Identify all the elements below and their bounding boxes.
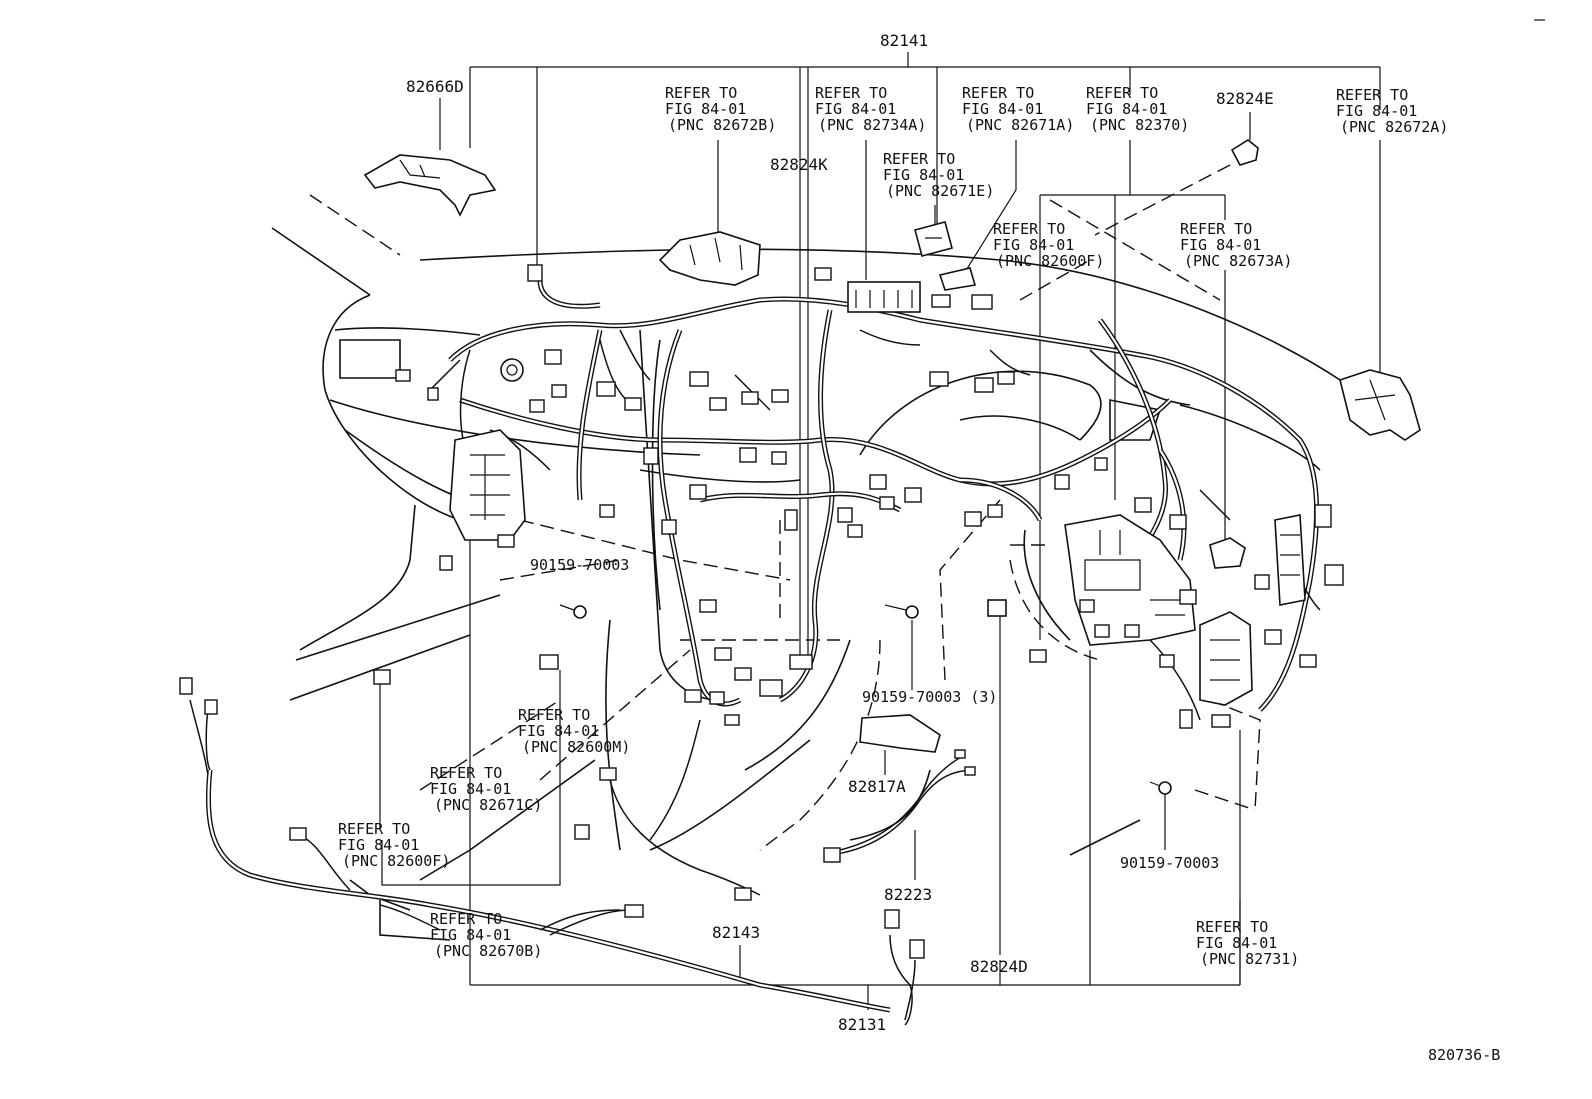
svg-text:FIG 84-01: FIG 84-01 xyxy=(430,780,511,798)
svg-text:(PNC 82670B): (PNC 82670B) xyxy=(434,942,542,960)
svg-text:(PNC 82731): (PNC 82731) xyxy=(1200,950,1299,968)
screw-mid xyxy=(884,604,919,619)
svg-text:(PNC 82370): (PNC 82370) xyxy=(1090,116,1189,134)
junction-block-82731 xyxy=(1064,514,1196,646)
relay-right xyxy=(1199,611,1253,706)
svg-text:FIG 84-01: FIG 84-01 xyxy=(1336,102,1417,120)
refer-note-82370: REFER TO FIG 84-01 (PNC 82370) xyxy=(1086,84,1189,134)
svg-text:FIG 84-01: FIG 84-01 xyxy=(338,836,419,854)
svg-text:REFER TO: REFER TO xyxy=(815,84,887,102)
refer-note-82671C: REFER TO FIG 84-01 (PNC 82671C) xyxy=(430,764,542,814)
refer-note-82670B: REFER TO FIG 84-01 (PNC 82670B) xyxy=(430,910,542,960)
refer-note-82600M: REFER TO FIG 84-01 (PNC 82600M) xyxy=(518,706,630,756)
part-82673A xyxy=(1209,537,1246,569)
refer-note-82672A: REFER TO FIG 84-01 (PNC 82672A) xyxy=(1336,86,1448,136)
svg-text:REFER TO: REFER TO xyxy=(1336,86,1408,104)
svg-text:REFER TO: REFER TO xyxy=(430,764,502,782)
svg-text:FIG 84-01: FIG 84-01 xyxy=(883,166,964,184)
svg-text:REFER TO: REFER TO xyxy=(430,910,502,928)
svg-text:FIG 84-01: FIG 84-01 xyxy=(665,100,746,118)
label-82824E: 82824E xyxy=(1216,89,1274,108)
refer-note-82600F-top: REFER TO FIG 84-01 (PNC 82600F) xyxy=(993,220,1104,270)
bracket-82672B xyxy=(658,231,761,286)
label-82817A: 82817A xyxy=(848,777,906,796)
refer-note-82673A: REFER TO FIG 84-01 (PNC 82673A) xyxy=(1180,220,1292,270)
svg-text:(PNC 82600F): (PNC 82600F) xyxy=(342,852,450,870)
svg-text:REFER TO: REFER TO xyxy=(993,220,1065,238)
part-number-labels: 82141 82666D 82824K 82824E 90159-70003 9… xyxy=(406,31,1500,1064)
parts xyxy=(179,139,1421,959)
svg-text:(PNC 82673A): (PNC 82673A) xyxy=(1184,252,1292,270)
svg-text:FIG 84-01: FIG 84-01 xyxy=(993,236,1074,254)
junction-block-left xyxy=(449,429,526,541)
svg-text:(PNC 82600F): (PNC 82600F) xyxy=(996,252,1104,270)
bracket-82666D xyxy=(363,154,497,217)
figure-id: 820736-B xyxy=(1428,1046,1500,1064)
label-82666D: 82666D xyxy=(406,77,464,96)
svg-text:REFER TO: REFER TO xyxy=(338,820,410,838)
label-90159-left: 90159-70003 xyxy=(530,556,629,574)
svg-text:REFER TO: REFER TO xyxy=(518,706,590,724)
bracket-82817A xyxy=(859,714,941,753)
connector-82671E xyxy=(914,221,953,257)
label-90159-right: 90159-70003 xyxy=(1120,854,1219,872)
svg-text:(PNC 82600M): (PNC 82600M) xyxy=(522,738,630,756)
screw-right xyxy=(1149,781,1172,795)
svg-text:REFER TO: REFER TO xyxy=(962,84,1034,102)
svg-text:REFER TO: REFER TO xyxy=(1180,220,1252,238)
clip-82824D xyxy=(987,599,1007,617)
label-82131: 82131 xyxy=(838,1015,886,1034)
refer-note-82600F-bottom: REFER TO FIG 84-01 (PNC 82600F) xyxy=(338,820,450,870)
svg-text:FIG 84-01: FIG 84-01 xyxy=(1196,934,1277,952)
wire-harness xyxy=(448,279,1320,712)
label-82141: 82141 xyxy=(880,31,928,50)
clip-82824E xyxy=(1230,139,1259,166)
svg-text:FIG 84-01: FIG 84-01 xyxy=(518,722,599,740)
refer-note-82734A: REFER TO FIG 84-01 (PNC 82734A) xyxy=(815,84,926,134)
leader-lines xyxy=(379,52,1381,1010)
svg-text:REFER TO: REFER TO xyxy=(665,84,737,102)
svg-text:REFER TO: REFER TO xyxy=(1196,918,1268,936)
svg-text:(PNC 82671E): (PNC 82671E) xyxy=(886,182,994,200)
svg-text:REFER TO: REFER TO xyxy=(883,150,955,168)
svg-text:(PNC 82672A): (PNC 82672A) xyxy=(1340,118,1448,136)
label-82824D: 82824D xyxy=(970,957,1028,976)
label-90159-mid: 90159-70003 (3) xyxy=(862,688,997,706)
svg-text:FIG 84-01: FIG 84-01 xyxy=(1086,100,1167,118)
screw-left xyxy=(559,604,587,619)
svg-text:(PNC 82672B): (PNC 82672B) xyxy=(668,116,776,134)
label-82223: 82223 xyxy=(884,885,932,904)
refer-note-82671E: REFER TO FIG 84-01 (PNC 82671E) xyxy=(883,150,994,200)
label-82824K: 82824K xyxy=(770,155,828,174)
svg-text:FIG 84-01: FIG 84-01 xyxy=(815,100,896,118)
refer-note-82731: REFER TO FIG 84-01 (PNC 82731) xyxy=(1196,918,1299,968)
refer-note-82671A: REFER TO FIG 84-01 (PNC 82671A) xyxy=(962,84,1074,134)
connector-stack-right xyxy=(1274,514,1306,606)
svg-text:FIG 84-01: FIG 84-01 xyxy=(962,100,1043,118)
connector-82671A xyxy=(938,267,977,291)
svg-text:REFER TO: REFER TO xyxy=(1086,84,1158,102)
refer-note-82672B: REFER TO FIG 84-01 (PNC 82672B) xyxy=(665,84,776,134)
svg-text:FIG 84-01: FIG 84-01 xyxy=(430,926,511,944)
svg-text:(PNC 82671C): (PNC 82671C) xyxy=(434,796,542,814)
label-82143: 82143 xyxy=(712,923,760,942)
thin-wires xyxy=(189,329,1321,1026)
svg-text:(PNC 82671A): (PNC 82671A) xyxy=(966,116,1074,134)
svg-text:FIG 84-01: FIG 84-01 xyxy=(1180,236,1261,254)
refer-notes: REFER TO FIG 84-01 (PNC 82672B) REFER TO… xyxy=(338,84,1448,968)
svg-text:(PNC 82734A): (PNC 82734A) xyxy=(818,116,926,134)
